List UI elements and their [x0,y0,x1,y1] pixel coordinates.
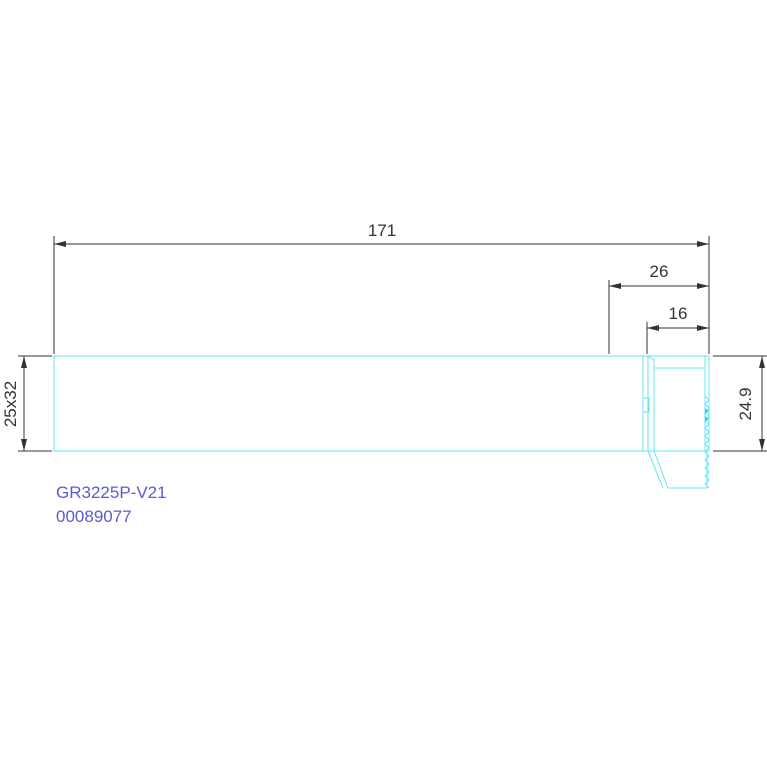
dimension-inner-height: 24.9 [736,356,765,451]
dimension-overall-length-label: 171 [368,221,396,240]
part-number: GR3225P-V21 [56,483,167,502]
dimension-section-26-label: 26 [650,262,669,281]
dimension-profile-size-label: 25x32 [1,381,20,427]
dimension-profile-size: 25x32 [1,356,27,451]
dimension-section-26: 26 [609,262,709,289]
part-outline [53,355,710,489]
thread-profile [704,395,710,489]
dimension-overall-length: 171 [54,221,709,247]
dimension-inner-height-label: 24.9 [736,387,755,420]
dimension-section-16-label: 16 [669,304,688,323]
dimension-section-16: 16 [647,304,709,331]
article-number: 00089077 [56,507,132,526]
